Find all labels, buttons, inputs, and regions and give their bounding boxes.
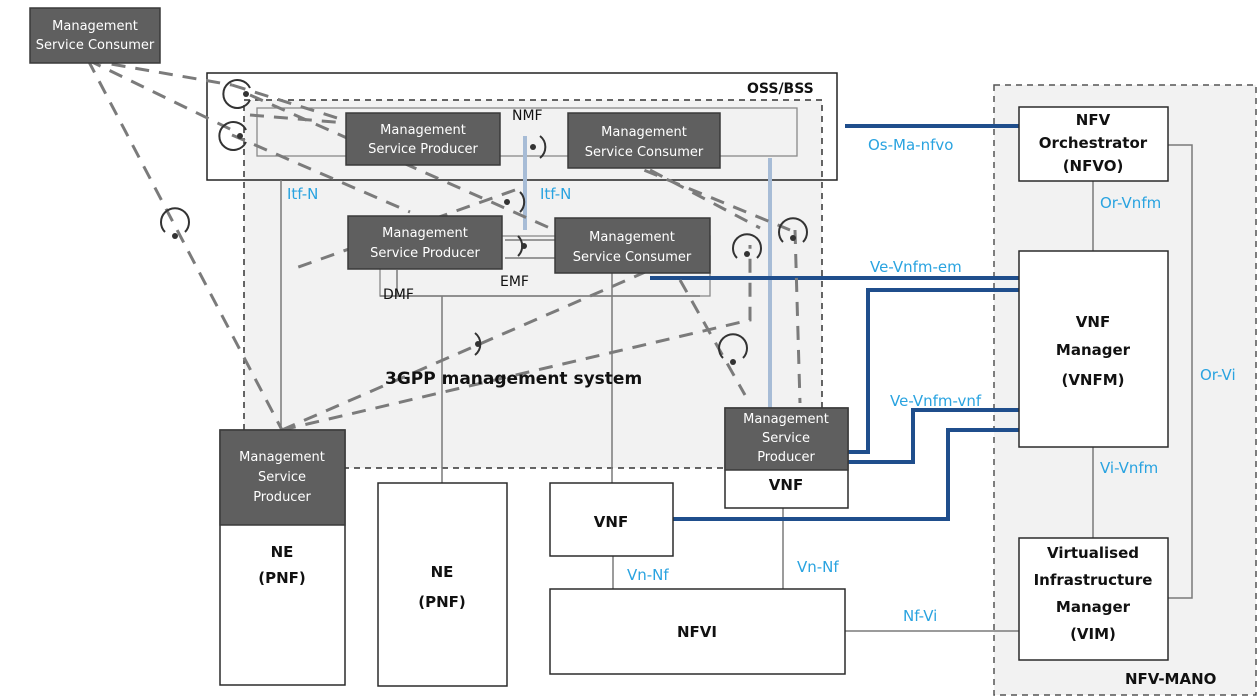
navy-links <box>650 124 1019 521</box>
3gpp-management-system-label: 3GPP management system <box>385 369 642 389</box>
svg-text:Management: Management <box>589 230 675 245</box>
svg-text:VNF: VNF <box>594 513 628 531</box>
svg-text:(NFVO): (NFVO) <box>1063 157 1124 175</box>
ne-pnf: NE (PNF) <box>377 482 508 687</box>
svg-text:Producer: Producer <box>757 450 815 465</box>
svg-text:Virtualised: Virtualised <box>1047 544 1139 562</box>
svg-text:Infrastructure: Infrastructure <box>1034 571 1153 589</box>
emf-label: EMF <box>500 274 529 290</box>
svg-text:(PNF): (PNF) <box>418 593 466 611</box>
ref-point-nf-vi: Nf-Vi <box>903 607 937 625</box>
svg-text:Management: Management <box>382 226 468 241</box>
oss-bss-box <box>206 72 838 181</box>
svg-text:NFVI: NFVI <box>677 623 717 641</box>
interface-socket-icon <box>474 332 482 356</box>
svg-text:(PNF): (PNF) <box>258 569 306 587</box>
dmf-label: DMF <box>383 287 414 303</box>
svg-text:Management: Management <box>743 412 829 427</box>
svg-text:Manager: Manager <box>1056 598 1131 616</box>
ref-point-os-ma-nfvo: Os-Ma-nfvo <box>868 136 953 154</box>
svg-text:Service Consumer: Service Consumer <box>573 250 692 265</box>
nmf-management-service-consumer: Management Service Consumer <box>567 112 721 169</box>
3gpp-management-system-area <box>243 99 823 469</box>
ref-point-or-vi: Or-Vi <box>1200 366 1236 384</box>
interface-socket-icon <box>504 191 526 213</box>
vnf-with-producer: Management Service Producer VNF <box>724 407 849 509</box>
nfv-orchestrator: NFV Orchestrator (NFVO) <box>1018 106 1169 182</box>
svg-text:Service Consumer: Service Consumer <box>36 38 155 53</box>
svg-text:(VNFM): (VNFM) <box>1061 371 1124 389</box>
interface-socket-icon <box>718 333 748 365</box>
interface-socket-icon <box>732 233 762 259</box>
interface-socket-icon <box>218 121 247 151</box>
svg-text:NE: NE <box>431 563 454 581</box>
svg-text:Service Producer: Service Producer <box>370 246 480 261</box>
nmf-management-service-producer: Management Service Producer <box>345 112 501 166</box>
svg-text:Management: Management <box>601 125 687 140</box>
vnf: VNF <box>549 482 674 557</box>
external-management-service-consumer: Management Service Consumer <box>29 7 161 64</box>
ref-point-ve-vnfm-vnf: Ve-Vnfm-vnf <box>890 392 982 410</box>
virtualised-infrastructure-manager: Virtualised Infrastructure Manager (VIM) <box>1018 537 1169 661</box>
thin-connection-lines <box>280 144 1193 632</box>
svg-text:Orchestrator: Orchestrator <box>1039 134 1148 152</box>
svg-text:Service Producer: Service Producer <box>368 142 478 157</box>
svg-text:Management: Management <box>380 123 466 138</box>
vnf-manager: VNF Manager (VNFM) <box>1018 250 1169 448</box>
ne-pnf-with-producer: Management Service Producer NE (PNF) <box>219 429 346 686</box>
light-blue-links <box>523 136 772 408</box>
ref-point-vn-nf-left: Vn-Nf <box>627 566 669 584</box>
svg-text:Service Consumer: Service Consumer <box>585 145 704 160</box>
interface-socket-icon <box>160 207 190 239</box>
svg-text:Management: Management <box>239 450 325 465</box>
svg-text:Producer: Producer <box>253 490 311 505</box>
interface-socket-icon <box>778 217 808 243</box>
svg-text:Service: Service <box>762 431 810 446</box>
svg-text:NE: NE <box>271 543 294 561</box>
interface-socket-icon <box>517 235 527 257</box>
ref-point-vi-vnfm: Vi-Vnfm <box>1100 459 1158 477</box>
ref-point-vn-nf-right: Vn-Nf <box>797 558 839 576</box>
itf-n-label-middle: Itf-N <box>540 185 571 203</box>
itf-n-label-left: Itf-N <box>287 185 318 203</box>
oss-bss-label: OSS/BSS <box>747 81 814 97</box>
svg-text:Management: Management <box>52 19 138 34</box>
svg-text:VNF: VNF <box>769 476 803 494</box>
svg-text:VNF: VNF <box>1076 313 1110 331</box>
interface-socket-icon <box>530 135 547 159</box>
service-interface-symbols <box>160 79 808 365</box>
svg-text:NFV: NFV <box>1076 111 1111 129</box>
ref-point-ve-vnfm-em: Ve-Vnfm-em <box>870 258 962 276</box>
ref-point-or-vnfm: Or-Vnfm <box>1100 194 1161 212</box>
emf-management-service-consumer: Management Service Consumer <box>554 217 711 274</box>
nmf-label: NMF <box>512 108 543 124</box>
svg-text:(VIM): (VIM) <box>1070 625 1116 643</box>
svg-text:Manager: Manager <box>1056 341 1131 359</box>
interface-socket-icon <box>222 79 251 109</box>
nfvi: NFVI <box>549 588 846 675</box>
svg-text:Service: Service <box>258 470 306 485</box>
dmf-management-service-producer: Management Service Producer <box>347 215 503 270</box>
nfv-mano-label: NFV-MANO <box>1125 670 1216 688</box>
